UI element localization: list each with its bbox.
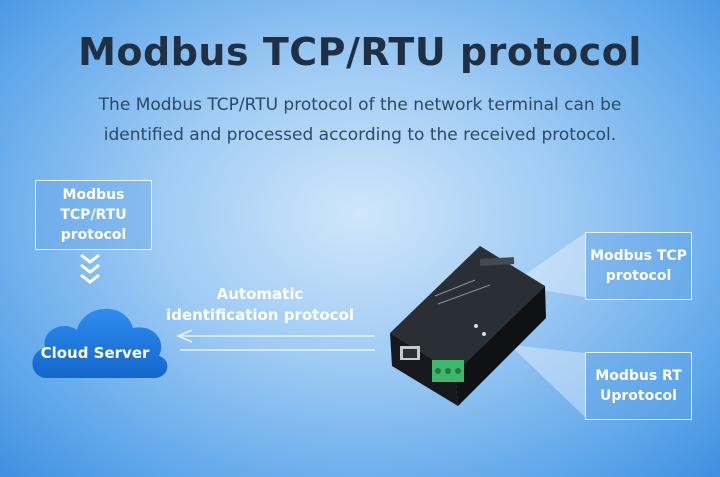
modbus-rtu-box: Modbus RT Uprotocol bbox=[585, 352, 692, 420]
subtitle-line-2: identified and processed according to th… bbox=[103, 125, 617, 145]
subtitle-line-1: The Modbus TCP/RTU protocol of the netwo… bbox=[98, 95, 622, 115]
arrow-left-icon bbox=[176, 330, 375, 351]
page-title: Modbus TCP/RTU protocol bbox=[78, 30, 642, 74]
modbus-tcp-line1: Modbus TCP bbox=[590, 248, 687, 264]
data-acquisition-device bbox=[390, 246, 546, 406]
modbus-rtu-line1: Modbus RT bbox=[595, 368, 682, 384]
source-protocol-line1: Modbus bbox=[62, 187, 125, 203]
source-protocol-line3: protocol bbox=[60, 227, 127, 243]
source-protocol-box: Modbus TCP/RTU protocol bbox=[35, 180, 152, 250]
cloud-icon bbox=[32, 308, 168, 379]
page-subtitle: The Modbus TCP/RTU protocol of the netwo… bbox=[60, 90, 660, 150]
modbus-rtu-line2: Uprotocol bbox=[600, 388, 677, 404]
auto-label-line1: Automatic bbox=[216, 285, 304, 303]
cloud-server-label: Cloud Server bbox=[40, 344, 150, 362]
auto-label-line2: identification protocol bbox=[166, 306, 354, 324]
source-protocol-line2: TCP/RTU bbox=[60, 207, 127, 223]
modbus-tcp-box: Modbus TCP protocol bbox=[585, 232, 692, 300]
chevron-down-icon bbox=[80, 253, 100, 284]
auto-identification-label: Automatic identification protocol bbox=[165, 284, 355, 326]
modbus-tcp-line2: protocol bbox=[605, 268, 672, 284]
